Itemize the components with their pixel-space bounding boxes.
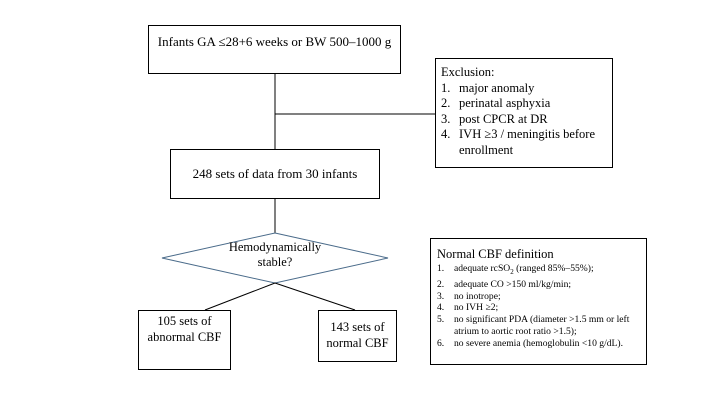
cbf-definition-item: 4. no IVH ≥2; [437, 302, 642, 314]
cbf-definition-item-number: 4. [437, 302, 445, 314]
cbf-definition-item-text: no severe anemia (hemoglobulin <10 g/dL)… [454, 337, 623, 349]
exclusion-item-number: 2. [441, 96, 451, 110]
cbf-definition-item-text: adequate CO >150 ml/kg/min; [454, 278, 572, 290]
cbf-definition-item-text: no IVH ≥2; [454, 302, 499, 314]
cbf-definition-item-number: 2. [437, 278, 445, 290]
abnormal-text: 105 sets of abnormal CBF [147, 314, 222, 344]
dataset-box: 248 sets of data from 30 infants [170, 149, 380, 199]
cbf-definition-item: 1. adequate rcSO2 (ranged 85%–55%); [437, 263, 642, 279]
cbf-definition-box: Normal CBF definition 1. adequate rcSO2 (… [430, 238, 647, 365]
cbf-definition-item-text: no inotrope; [454, 290, 501, 302]
cbf-definition-item-number: 6. [437, 337, 445, 349]
cbf-definition-item: 2. adequate CO >150 ml/kg/min; [437, 279, 642, 291]
normal-cbf-box: 143 sets of normal CBF [318, 310, 397, 362]
exclusion-item-text: post CPCR at DR [459, 111, 548, 126]
cbf-definition-item-text: adequate rcSO2 (ranged 85%–55%); [454, 263, 594, 279]
cbf-definition-list: 1. adequate rcSO2 (ranged 85%–55%); 2. adeq… [437, 263, 642, 349]
exclusion-item: 3. post CPCR at DR [441, 112, 608, 128]
exclusion-title: Exclusion: [441, 65, 495, 79]
exclusion-box: Exclusion: 1. major anomaly 2. perinatal as… [435, 58, 613, 168]
dataset-text: 248 sets of data from 30 infants [192, 166, 358, 181]
cbf-definition-item: 6. no severe anemia (hemoglobulin <10 g/d… [437, 338, 642, 350]
inclusion-box: Infants GA ≤28+6 weeks or BW 500–1000 g [148, 25, 401, 74]
inclusion-text: Infants GA ≤28+6 weeks or BW 500–1000 g [157, 34, 392, 49]
exclusion-item: 4. IVH ≥3 / meningitis before enrollment [441, 127, 608, 158]
exclusion-item-text: major anomaly [459, 80, 535, 95]
cbf-definition-item-number: 5. [437, 314, 445, 326]
exclusion-item-number: 1. [441, 80, 451, 95]
cbf-definition-item: 3. no inotrope; [437, 291, 642, 303]
abnormal-cbf-box: 105 sets of abnormal CBF [138, 310, 231, 370]
exclusion-item: 1. major anomaly [441, 81, 608, 97]
exclusion-item-text: perinatal asphyxia [459, 96, 551, 110]
cbf-item-text-subscript: 2 [510, 267, 514, 276]
cbf-definition-item-number: 3. [437, 290, 445, 302]
cbf-definition-item: 5. no significant PDA (diameter >1.5 mm o… [437, 314, 642, 338]
cbf-definition-item-number: 1. [437, 263, 445, 274]
exclusion-item: 2. perinatal asphyxia [441, 96, 608, 112]
normal-text: 143 sets of normal CBF [326, 320, 389, 350]
exclusion-item-number: 3. [441, 111, 451, 126]
connector-decision-to-abnormal [204, 282, 276, 311]
connector-decision-to-normal [274, 282, 356, 311]
decision-text: Hemodynamically stable? [228, 240, 322, 269]
exclusion-item-text: IVH ≥3 / meningitis before enrollment [459, 127, 595, 157]
cbf-definition-title: Normal CBF definition [437, 247, 554, 261]
cbf-item-text-pre: adequate rcSO [454, 263, 511, 274]
exclusion-item-number: 4. [441, 127, 451, 141]
cbf-definition-item-text: no significant PDA (diameter >1.5 mm or … [454, 314, 630, 337]
cbf-item-text-post: (ranged 85%–55%); [513, 263, 594, 274]
exclusion-list: 1. major anomaly 2. perinatal asphyxia 3. pos… [441, 81, 608, 159]
decision-label: Hemodynamically stable? [215, 240, 335, 270]
